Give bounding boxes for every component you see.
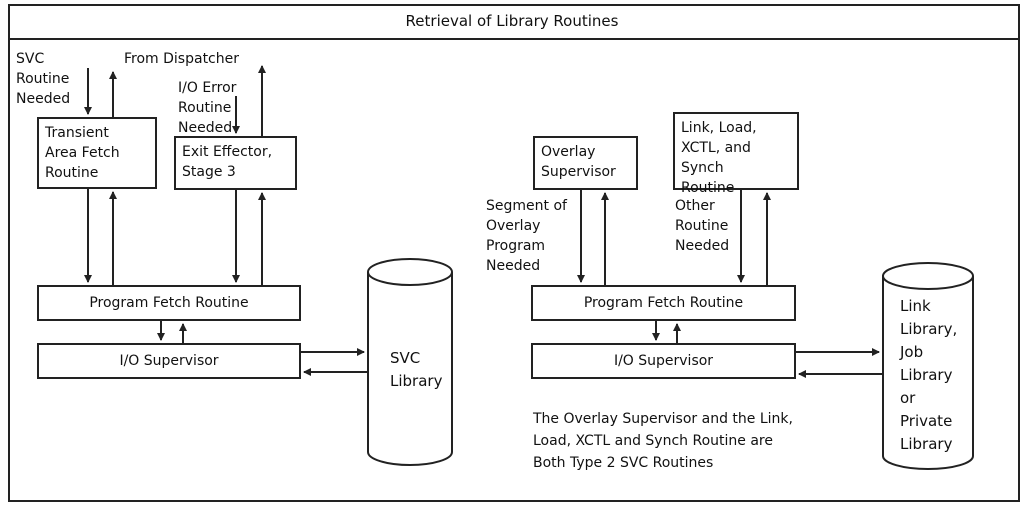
link-library-cylinder bbox=[882, 262, 974, 470]
svc-library-label: SVC Library bbox=[390, 349, 443, 390]
type2-svc-note: The Overlay Supervisor and the Link, Loa… bbox=[533, 411, 793, 471]
from-dispatcher-label: From Dispatcher bbox=[124, 51, 239, 67]
other-routine-needed-label: Other Routine Needed bbox=[675, 198, 730, 254]
title-band bbox=[8, 4, 1020, 40]
program-fetch-routine-box-right: Program Fetch Routine bbox=[531, 285, 796, 321]
io-supervisor-box-left: I/O Supervisor bbox=[37, 343, 301, 379]
io-supervisor-box-right: I/O Supervisor bbox=[531, 343, 796, 379]
svc-routine-needed-label: SVC Routine Needed bbox=[16, 51, 71, 107]
overlay-supervisor-box: Overlay Supervisor bbox=[533, 136, 638, 190]
link-library-label: Link Library, Job Library or Private Lib… bbox=[900, 297, 958, 453]
exit-effector-stage3-box: Exit Effector, Stage 3 bbox=[174, 136, 297, 190]
segment-of-overlay-needed-label: Segment of Overlay Program Needed bbox=[486, 198, 567, 274]
io-error-routine-needed-label: I/O Error Routine Needed bbox=[178, 80, 237, 136]
program-fetch-routine-box-left: Program Fetch Routine bbox=[37, 285, 301, 321]
transient-area-fetch-routine-box: Transient Area Fetch Routine bbox=[37, 117, 157, 189]
diagram-title: Retrieval of Library Routines bbox=[405, 12, 619, 30]
link-load-xctl-synch-routine-box: Link, Load, XCTL, and Synch Routine bbox=[673, 112, 799, 196]
svc-library-cylinder bbox=[367, 258, 453, 466]
